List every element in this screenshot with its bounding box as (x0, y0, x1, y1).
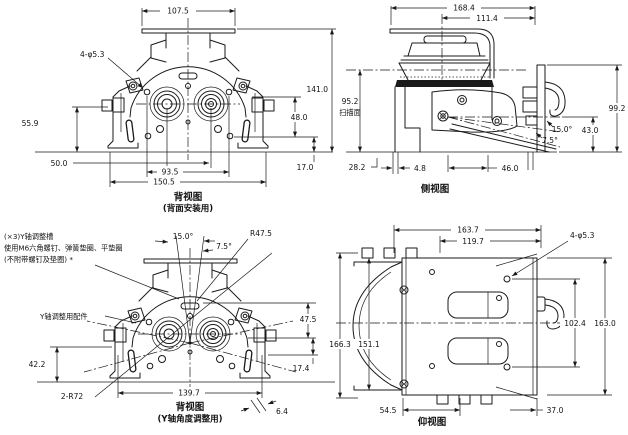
dim-28-2: 28.2 (349, 163, 366, 172)
adjust-note-1: (×3)Y轴调整槽 (4, 232, 53, 241)
dim-102-4: 102.4 (564, 319, 586, 328)
dim-46-0: 46.0 (502, 164, 519, 173)
bottom-device-outline (336, 247, 570, 405)
label-4-holes: 4-φ5.3 (80, 50, 105, 59)
dim-168-4: 168.4 (453, 4, 475, 13)
dim-43-0: 43.0 (582, 126, 599, 135)
rear-view-title: 背视图 (174, 191, 203, 203)
dim-50-0: 50.0 (51, 159, 68, 168)
label-y-axis-fitting: Y轴调整用配件 (39, 312, 88, 321)
dim-139-7: 139.7 (178, 389, 200, 398)
rear-adjust-overlays (83, 235, 297, 414)
dim-55-9: 55.9 (22, 119, 39, 128)
dim-48-0: 48.0 (291, 113, 308, 122)
dim-47-5: 47.5 (300, 315, 317, 324)
bottom-view-dimensions: 163.7 119.7 4-φ5.3 166.3 151.1 102.4 163… (325, 224, 620, 416)
label-2-r72: 2-R72 (61, 392, 83, 401)
bottom-view-group: 163.7 119.7 4-φ5.3 166.3 151.1 102.4 163… (325, 224, 620, 428)
adjust-angle-15: 15.0° (173, 232, 194, 241)
side-view-dimensions: 168.4 111.4 95.2 扫描面 99.2 43.0 15.0° 7.5… (339, 2, 628, 173)
dim-107-5: 107.5 (167, 7, 189, 16)
adjust-angle-7-5: 7.5° (216, 242, 232, 251)
dim-37-0: 37.0 (547, 406, 564, 415)
dim-17-0: 17.0 (297, 163, 314, 172)
dim-42-2: 42.2 (29, 360, 46, 369)
side-angle-7-5: 7.5° (542, 136, 558, 145)
rear-device-outline (35, 18, 333, 160)
dim-150-5: 150.5 (153, 178, 175, 187)
label-r47-5: R47.5 (250, 229, 272, 238)
label-4-holes-bottom: 4-φ5.3 (570, 231, 595, 240)
dim-166-3: 166.3 (329, 340, 351, 349)
dim-151-1: 151.1 (358, 340, 380, 349)
dim-17-4: 17.4 (293, 364, 310, 373)
rear-view-group: 107.5 4-φ5.3 141.0 55.9 48.0 17.0 50.0 9… (22, 5, 336, 214)
dim-99-2: 99.2 (609, 104, 626, 113)
rear-adjust-notes: (×3)Y轴调整槽 使用M6六角螺钉、弹簧垫圈、平垫圈 (不附带螺钉及垫圈) *… (4, 232, 123, 321)
dim-141-0: 141.0 (307, 85, 329, 94)
label-scan-plane: 扫描面 (339, 108, 361, 117)
dim-119-7: 119.7 (462, 237, 484, 246)
dim-111-4: 111.4 (476, 14, 498, 23)
bottom-view-title: 仰视图 (418, 416, 447, 428)
side-angle-15: 15.0° (552, 125, 573, 134)
adjust-note-3: (不附带螺钉及垫圈) * (4, 255, 73, 264)
dim-95-2: 95.2 (342, 97, 359, 106)
side-device-outline (346, 14, 566, 174)
rear-adjust-subtitle: (Y轴角度调整用) (158, 414, 223, 425)
rear-adjust-title: 背视图 (176, 401, 205, 413)
dim-163-7: 163.7 (457, 226, 479, 235)
rear-view-subtitle: (背面安装用) (163, 203, 213, 214)
dim-6-4: 6.4 (276, 407, 288, 416)
side-view-group: 168.4 111.4 95.2 扫描面 99.2 43.0 15.0° 7.5… (339, 2, 628, 195)
rear-view-dimensions: 107.5 4-φ5.3 141.0 55.9 48.0 17.0 50.0 9… (22, 5, 336, 187)
rear-adjust-view-group: 15.0° 7.5° R47.5 47.5 42.2 17.4 139.7 2-… (4, 229, 335, 425)
dim-163-0: 163.0 (594, 319, 616, 328)
adjust-note-2: 使用M6六角螺钉、弹簧垫圈、平垫圈 (4, 244, 123, 253)
dim-54-5: 54.5 (380, 406, 397, 415)
dim-93-5: 93.5 (162, 168, 179, 177)
dim-4-8: 4.8 (414, 164, 426, 173)
side-view-title: 侧视图 (421, 183, 450, 195)
rear-adjust-dimensions: 15.0° 7.5° R47.5 47.5 42.2 17.4 139.7 2-… (29, 229, 321, 416)
